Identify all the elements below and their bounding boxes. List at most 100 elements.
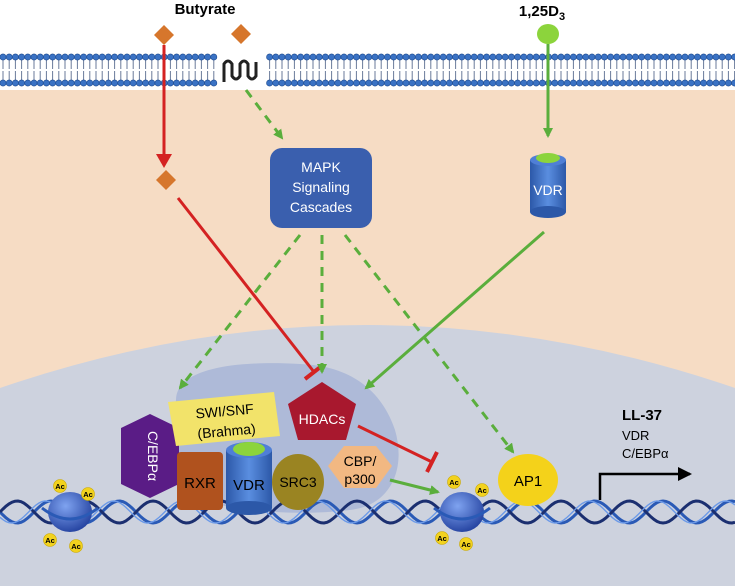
src3-label: SRC3	[279, 474, 317, 490]
cbp-label-line2: p300	[344, 471, 375, 487]
lipid-head-icon	[352, 53, 360, 69]
lipid-head-icon	[55, 71, 63, 87]
lipid-head-icon	[551, 71, 559, 87]
lipid-head-icon	[315, 53, 323, 69]
lipid-head-icon	[663, 53, 670, 69]
swisnf-label-line1: SWI/SNF	[195, 401, 255, 422]
acetyl-mark-icon: Ac	[43, 533, 57, 547]
hdacs-inhibition-bar	[425, 451, 439, 473]
vitamin-d-molecule-icon	[537, 24, 559, 44]
mapk-signaling-box: MAPK Signaling Cascades	[270, 148, 372, 228]
ap1-label: AP1	[514, 473, 542, 490]
vdr-receptor-label: VDR	[533, 182, 563, 198]
lipid-head-icon	[74, 53, 81, 69]
lipid-head-icon	[135, 71, 143, 87]
lipid-head-icon	[179, 53, 187, 69]
svg-text:Ac: Ac	[55, 482, 65, 491]
rxr-label: RXR	[184, 475, 216, 492]
lipid-head-icon	[681, 71, 689, 87]
lipid-head-icon	[179, 71, 187, 87]
lipid-head-icon	[625, 71, 633, 87]
lipid-head-icon	[414, 71, 422, 87]
svg-text:Ac: Ac	[71, 542, 81, 551]
lipid-head-icon	[359, 53, 366, 69]
svg-text:Ac: Ac	[83, 490, 93, 499]
lipid-head-icon	[290, 53, 298, 69]
vitamin-d-label: 1,25D3	[519, 3, 565, 23]
lipid-head-icon	[204, 53, 211, 69]
lipid-head-icon	[371, 71, 379, 87]
lipid-head-icon	[284, 71, 292, 87]
acetyl-mark-icon: Ac	[81, 487, 95, 501]
lipid-head-icon	[383, 71, 391, 87]
lipid-head-icon	[576, 71, 583, 87]
lipid-head-icon	[402, 53, 410, 69]
lipid-head-icon	[656, 53, 664, 69]
vdr-to-hdacs-arrow	[364, 230, 545, 390]
lipid-head-icon	[86, 53, 94, 69]
vdr-complex-cylinder: VDR	[226, 442, 272, 515]
acetyl-mark-icon: Ac	[459, 537, 473, 551]
lipid-head-icon	[123, 71, 131, 87]
lipid-head-icon	[148, 71, 156, 87]
mapk-label-line3: Cascades	[290, 199, 352, 215]
lipid-head-icon	[61, 71, 69, 87]
nucleosome-left	[41, 492, 99, 532]
lipid-head-icon	[272, 71, 280, 87]
lipid-head-icon	[507, 71, 515, 87]
svg-text:Ac: Ac	[449, 478, 459, 487]
lipid-head-icon	[111, 53, 118, 69]
lipid-head-icon	[111, 71, 118, 87]
acetyl-mark-icon: Ac	[435, 531, 449, 545]
acetyl-mark-icon: Ac	[475, 483, 489, 497]
lipid-head-icon	[539, 71, 546, 87]
lipid-head-icon	[644, 53, 652, 69]
lipid-head-icon	[92, 53, 100, 69]
lipid-head-icon	[656, 71, 664, 87]
lipid-head-icon	[334, 53, 342, 69]
acetyl-mark-icon: Ac	[53, 479, 67, 493]
lipid-head-icon	[421, 71, 428, 87]
lipid-head-icon	[402, 71, 410, 87]
lipid-head-icon	[532, 71, 540, 87]
hdacs-factor: HDACs	[288, 382, 356, 440]
lipid-head-icon	[427, 53, 435, 69]
lipid-head-icon	[30, 71, 38, 87]
lipid-head-icon	[557, 71, 565, 87]
mapk-to-ap1-arrow	[343, 234, 515, 454]
lipid-head-icon	[632, 53, 639, 69]
membrane-receptor-icon	[220, 54, 264, 86]
lipid-head-icon	[725, 53, 732, 69]
lipid-head-icon	[675, 53, 683, 69]
svg-text:Ac: Ac	[437, 534, 447, 543]
lipid-head-icon	[594, 71, 602, 87]
cbp-to-nucleosome-arrow	[389, 478, 440, 495]
lipid-head-icon	[61, 53, 69, 69]
ap1-factor: AP1	[498, 454, 558, 506]
lipid-head-icon	[303, 71, 311, 87]
lipid-head-icon	[408, 71, 416, 87]
target-gene-name: LL-37	[622, 407, 662, 424]
lipid-head-icon	[458, 53, 466, 69]
lipid-head-icon	[359, 71, 366, 87]
svg-text:Ac: Ac	[461, 540, 471, 549]
lipid-head-icon	[129, 71, 137, 87]
lipid-head-icon	[694, 53, 701, 69]
lipid-head-icon	[694, 71, 701, 87]
lipid-head-icon	[0, 71, 7, 87]
svg-text:Ac: Ac	[477, 486, 487, 495]
hdacs-label: HDACs	[299, 411, 346, 427]
mapk-label-line2: Signaling	[292, 179, 350, 195]
lipid-head-icon	[67, 71, 75, 87]
lipid-head-icon	[210, 71, 218, 87]
lipid-head-icon	[346, 53, 354, 69]
src3-factor: SRC3	[272, 454, 324, 510]
acetyl-mark-icon: Ac	[69, 539, 83, 553]
lipid-head-icon	[11, 53, 19, 69]
lipid-head-icon	[303, 53, 311, 69]
lipid-head-icon	[408, 53, 416, 69]
lipid-head-icon	[532, 53, 540, 69]
cebpa-label: C/EBPα	[145, 431, 161, 481]
lipid-head-icon	[582, 53, 590, 69]
lipid-head-icon	[588, 71, 596, 87]
